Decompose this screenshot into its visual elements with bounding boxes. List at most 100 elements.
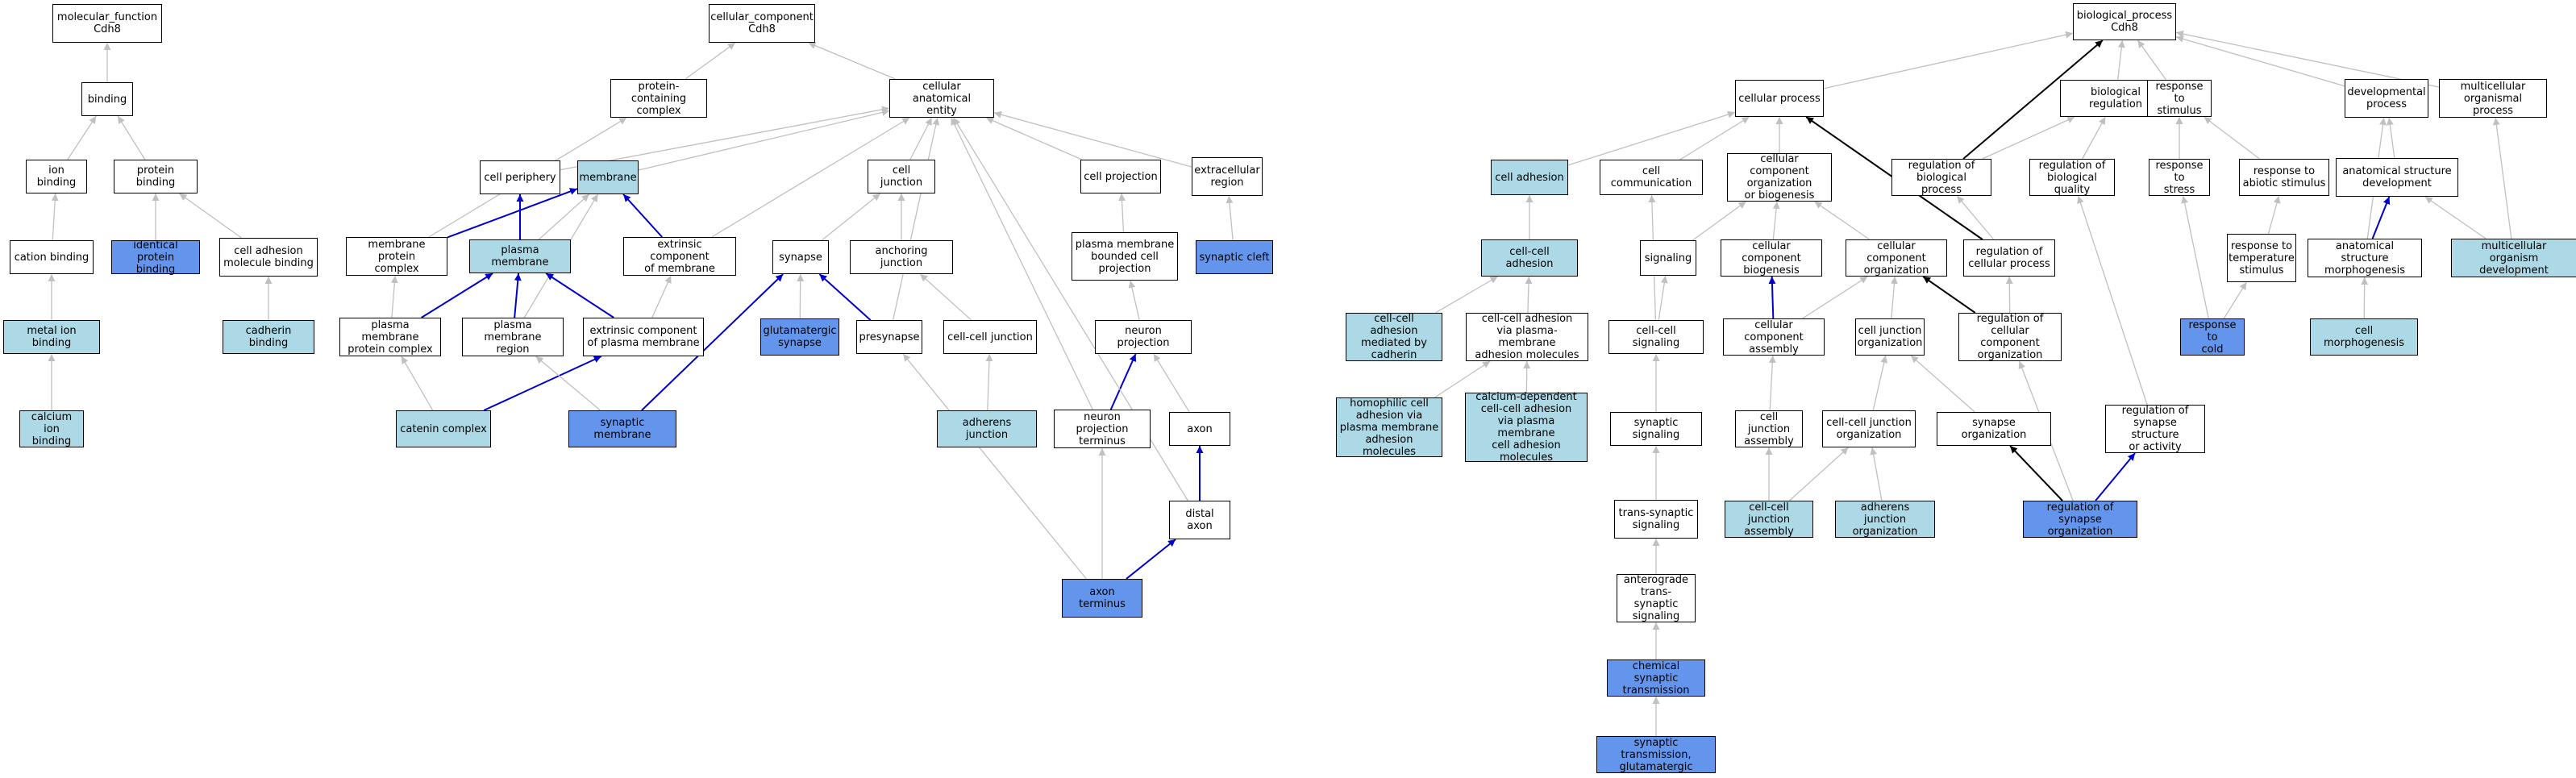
go-term-metalion: metal ion binding: [3, 320, 100, 354]
go-term-ccjassembly: cell-cell junction assembly: [1725, 501, 1813, 538]
go-term-anterograde: anterograde trans-synaptic signaling: [1617, 574, 1696, 622]
go-term-anchoring: anchoring junction: [850, 240, 953, 274]
go-term-mf: molecular_function Cdh8: [52, 4, 162, 43]
go-term-identprot: identical protein binding: [111, 239, 200, 276]
go-term-pmprotcomplex: plasma membrane protein complex: [339, 318, 441, 356]
go-term-ccassembly: cellular component assembly: [1723, 318, 1825, 356]
edge-cellcomm-to-cellproc: [1679, 116, 1750, 160]
edge-extrinsicpm-to-plasmamem: [545, 273, 614, 318]
go-term-npterminus: neuron projection terminus: [1054, 410, 1151, 448]
go-term-caldep: calcium-dependent cell-cell adhesion via…: [1465, 391, 1588, 464]
go-term-cae: cellular anatomical entity: [889, 79, 994, 118]
go-term-regsynorg: regulation of synapse organization: [2023, 501, 2137, 538]
edge-ccorg-to-ccob: [1814, 201, 1871, 240]
go-term-axonterm: axon terminus: [1062, 579, 1142, 618]
go-term-synglut: synaptic transmission, glutamatergic: [1596, 736, 1716, 773]
go-term-membrane: membrane: [577, 160, 639, 194]
edge-respcold-to-resptemp: [2223, 281, 2247, 319]
go-term-ccadh: cell-cell adhesion: [1481, 239, 1578, 277]
go-term-bp: biological_process Cdh8: [2073, 3, 2176, 40]
edge-regsynorg-to-synorg: [2009, 445, 2063, 501]
go-term-calcium: calcium ion binding: [19, 410, 84, 447]
go-term-protcomplex: protein-containing complex: [610, 79, 707, 118]
edge-pmbcp-to-cellproj: [1118, 193, 1126, 233]
edge-adherens-to-cellcelljunction: [985, 353, 993, 411]
edge-axonterm-to-distalaxon: [1126, 539, 1176, 580]
go-term-synmem: synaptic membrane: [568, 410, 676, 447]
go-term-synsig: synaptic signaling: [1610, 412, 1702, 446]
go-term-ccob: cellular component organization or bioge…: [1727, 153, 1832, 202]
edge-cjorg-to-ccorg: [1890, 276, 1898, 319]
edge-presynapse-to-cae: [892, 117, 940, 321]
go-term-glutsyn: glutamatergic synapse: [760, 318, 839, 356]
go-term-ccjorg: cell-cell junction organization: [1822, 410, 1916, 447]
edge-resptemp-to-respabiotic: [2267, 195, 2281, 235]
go-term-cellcomm: cell communication: [1600, 160, 1703, 195]
go-term-ccadhcad: cell-cell adhesion mediated by cadherin: [1346, 313, 1442, 361]
edge-axon-to-neuronproj: [1153, 353, 1190, 413]
go-term-memprotcomplex: membrane protein complex: [346, 237, 447, 276]
go-term-catenin: catenin complex: [396, 410, 491, 447]
edge-synmem-to-pmregion: [535, 356, 601, 411]
go-term-respcold: response to cold: [2180, 318, 2245, 356]
edge-synapse-to-celljunction: [821, 193, 881, 241]
go-term-cationbind: cation binding: [10, 240, 94, 274]
edge-ccassembly-to-ccorg: [1802, 276, 1868, 319]
edge-asdev-to-devproc: [2386, 117, 2395, 159]
go-term-pmregion: plasma membrane region: [462, 318, 564, 356]
edge-memprotcomplex-to-membrane: [447, 188, 578, 239]
go-term-axon: axon: [1169, 412, 1230, 446]
go-term-celladh: cell adhesion: [1491, 160, 1568, 195]
edge-plasmamem-to-membrane: [538, 193, 590, 240]
edge-bioreg-to-bp: [2117, 40, 2125, 81]
edge-presynapse-to-synapse: [818, 273, 872, 321]
edge-regsynorg-to-regssa: [2095, 452, 2136, 501]
edge-cellcelljunction-to-anchoring: [919, 273, 972, 321]
edge-synmem-to-synapse: [641, 273, 784, 411]
edge-protbind-to-binding: [117, 115, 146, 160]
edge-ccjorg-to-cjorg: [1872, 355, 1888, 411]
edge-multidev-to-asdev: [2424, 196, 2487, 239]
edge-celladhmol-to-protbind: [179, 193, 242, 239]
edge-cellmorph-to-asmorph: [2361, 277, 2369, 319]
edge-ccadhcad-to-ccadh: [1435, 276, 1498, 314]
go-term-respstim: response to stimulus: [2147, 80, 2212, 117]
go-term-ccbiogen: cellular component biogenesis: [1721, 239, 1822, 277]
edge-multiproc-to-bp: [2175, 30, 2440, 88]
edge-npterminus-to-neuronproj: [1109, 353, 1137, 410]
go-term-synapticcleft: synaptic cleft: [1196, 240, 1273, 274]
go-term-synapse: synapse: [772, 240, 829, 274]
go-term-cellcellsig: cell-cell signaling: [1608, 320, 1704, 354]
edge-celladh-to-cellproc: [1567, 110, 1736, 166]
edge-npterminus-to-cae: [951, 117, 1093, 410]
go-term-cellmorph: cell morphogenesis: [2310, 318, 2418, 356]
edge-extracell-to-cae: [993, 110, 1192, 168]
go-term-asdev: anatomical structure development: [2336, 158, 2458, 197]
go-term-ccadhpm: cell-cell adhesion via plasma-membrane a…: [1466, 313, 1588, 361]
edge-neuronproj-to-pmbcp: [1128, 280, 1140, 321]
edge-cellproc-to-bp: [1823, 31, 2074, 89]
go-term-cc: cellular_component Cdh8: [709, 4, 815, 43]
edge-ccassembly-to-ccbiogen: [1768, 276, 1776, 319]
edge-regbp-to-bioreg: [1982, 116, 2075, 160]
go-term-cadherin: cadherin binding: [223, 320, 314, 354]
edge-cellperiph-to-cae: [560, 106, 890, 171]
edge-cellproj-to-cae: [985, 117, 1083, 160]
go-term-regbq: regulation of biological quality: [2029, 159, 2115, 196]
go-term-multidev: multicellular organism development: [2451, 239, 2576, 277]
go-term-cellperiph: cell periphery: [480, 160, 560, 194]
go-term-multiproc: multicellular organismal process: [2439, 79, 2547, 118]
edge-regssa-to-regbq: [2077, 195, 2148, 406]
go-term-ccorg: cellular component organization: [1846, 239, 1947, 277]
go-term-synorg: synapse organization: [1937, 412, 2051, 446]
go-term-adhjorg: adherens junction organization: [1835, 501, 1935, 538]
go-term-plasmamem: plasma membrane: [469, 239, 571, 273]
edge-pmregion-to-plasmamem: [514, 273, 522, 318]
go-term-devproc: developmental process: [2345, 79, 2428, 118]
go-term-presynapse: presynapse: [856, 320, 922, 354]
go-term-cellproc: cellular process: [1735, 80, 1824, 117]
edge-asmorph-to-asdev: [2371, 196, 2391, 239]
edge-regcp-to-regbp: [1956, 195, 1995, 240]
edge-respstim-to-bp: [2137, 40, 2167, 81]
